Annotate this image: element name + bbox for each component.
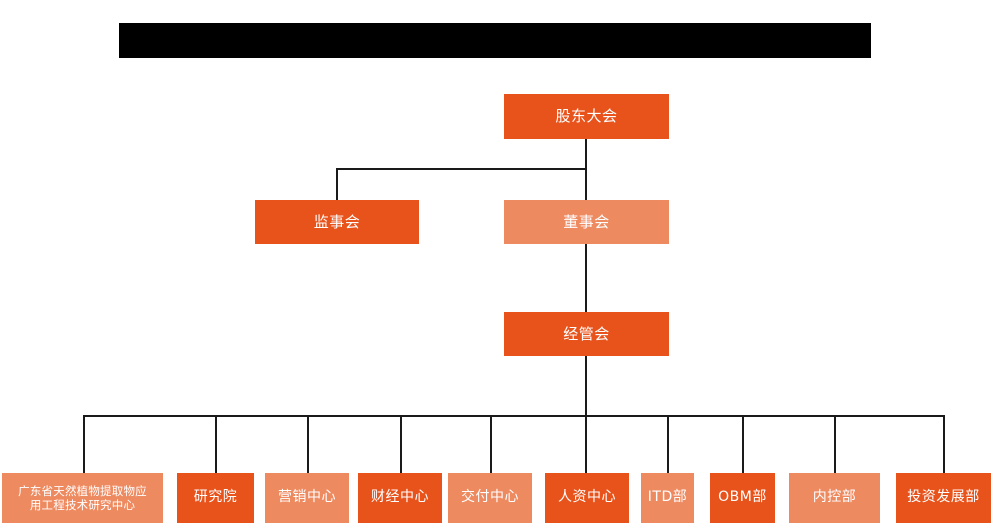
- node-dept-institute[interactable]: 研究院: [177, 473, 254, 523]
- connector-to-directors: [585, 168, 587, 201]
- connector-to-dept-7: [667, 415, 669, 473]
- node-dept-marketing[interactable]: 营销中心: [265, 473, 349, 523]
- node-supervisors-label: 监事会: [313, 212, 361, 231]
- connector-to-dept-6: [585, 415, 587, 473]
- connector-management-down: [585, 356, 587, 416]
- connector-shareholders-down: [585, 139, 587, 169]
- connector-to-supervisors: [336, 168, 338, 201]
- node-dept-internal-control-label: 内控部: [812, 489, 857, 506]
- connector-to-dept-9: [834, 415, 836, 473]
- node-directors[interactable]: 董事会: [504, 200, 669, 244]
- connector-departments-bus: [83, 415, 945, 417]
- connector-to-dept-5: [490, 415, 492, 473]
- node-dept-hr[interactable]: 人资中心: [545, 473, 629, 523]
- node-dept-investment-label: 投资发展部: [907, 489, 980, 506]
- node-shareholders[interactable]: 股东大会: [504, 94, 669, 139]
- connector-to-dept-8: [742, 415, 744, 473]
- node-dept-delivery[interactable]: 交付中心: [448, 473, 532, 523]
- node-dept-itd[interactable]: ITD部: [641, 473, 694, 523]
- node-dept-investment[interactable]: 投资发展部: [896, 473, 991, 523]
- connector-directors-to-management: [585, 244, 587, 312]
- node-dept-hr-label: 人资中心: [558, 489, 616, 506]
- connector-to-dept-4: [400, 415, 402, 473]
- node-dept-obm-label: OBM部: [718, 489, 767, 506]
- node-dept-research-center-label: 广东省天然植物提取物应 用工程技术研究中心: [18, 483, 147, 512]
- node-management[interactable]: 经管会: [504, 312, 669, 356]
- node-dept-marketing-label: 营销中心: [278, 489, 336, 506]
- node-directors-label: 董事会: [563, 212, 610, 231]
- node-dept-finance[interactable]: 财经中心: [358, 473, 442, 523]
- node-shareholders-label: 股东大会: [555, 107, 618, 126]
- node-supervisors[interactable]: 监事会: [255, 200, 419, 244]
- connector-to-dept-10: [943, 415, 945, 473]
- node-dept-itd-label: ITD部: [647, 489, 688, 506]
- node-management-label: 经管会: [563, 324, 610, 343]
- node-dept-internal-control[interactable]: 内控部: [789, 473, 880, 523]
- node-dept-finance-label: 财经中心: [371, 489, 429, 506]
- node-dept-institute-label: 研究院: [193, 489, 238, 506]
- node-dept-research-center[interactable]: 广东省天然植物提取物应 用工程技术研究中心: [2, 473, 163, 523]
- connector-level2-bus: [336, 168, 587, 170]
- redacted-title-bar: [119, 23, 871, 58]
- connector-to-dept-3: [307, 415, 309, 473]
- connector-to-dept-1: [83, 415, 85, 473]
- connector-to-dept-2: [215, 415, 217, 473]
- node-dept-obm[interactable]: OBM部: [710, 473, 775, 523]
- node-dept-delivery-label: 交付中心: [461, 489, 519, 506]
